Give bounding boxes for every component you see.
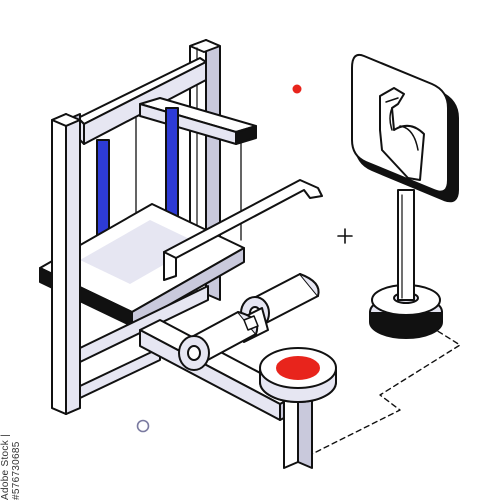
flexed-bicep-icon xyxy=(379,87,425,181)
dashed-floor-path xyxy=(299,319,461,461)
pulley-arm xyxy=(139,97,257,145)
stock-id-text: Adobe Stock | #576730685 xyxy=(0,434,22,500)
leg-press-machine xyxy=(39,39,337,469)
dot-sparkle-icon xyxy=(292,84,302,94)
front-left-column xyxy=(51,113,81,415)
seat-platform xyxy=(39,203,245,327)
plus-sparkle-icon xyxy=(337,228,353,244)
roller-pads xyxy=(178,273,320,371)
muscle-sign xyxy=(351,53,459,339)
handle-bar xyxy=(163,179,323,281)
red-pedal xyxy=(259,347,337,403)
top-crossbar xyxy=(77,57,207,145)
ring-sparkle-icon xyxy=(136,419,150,433)
